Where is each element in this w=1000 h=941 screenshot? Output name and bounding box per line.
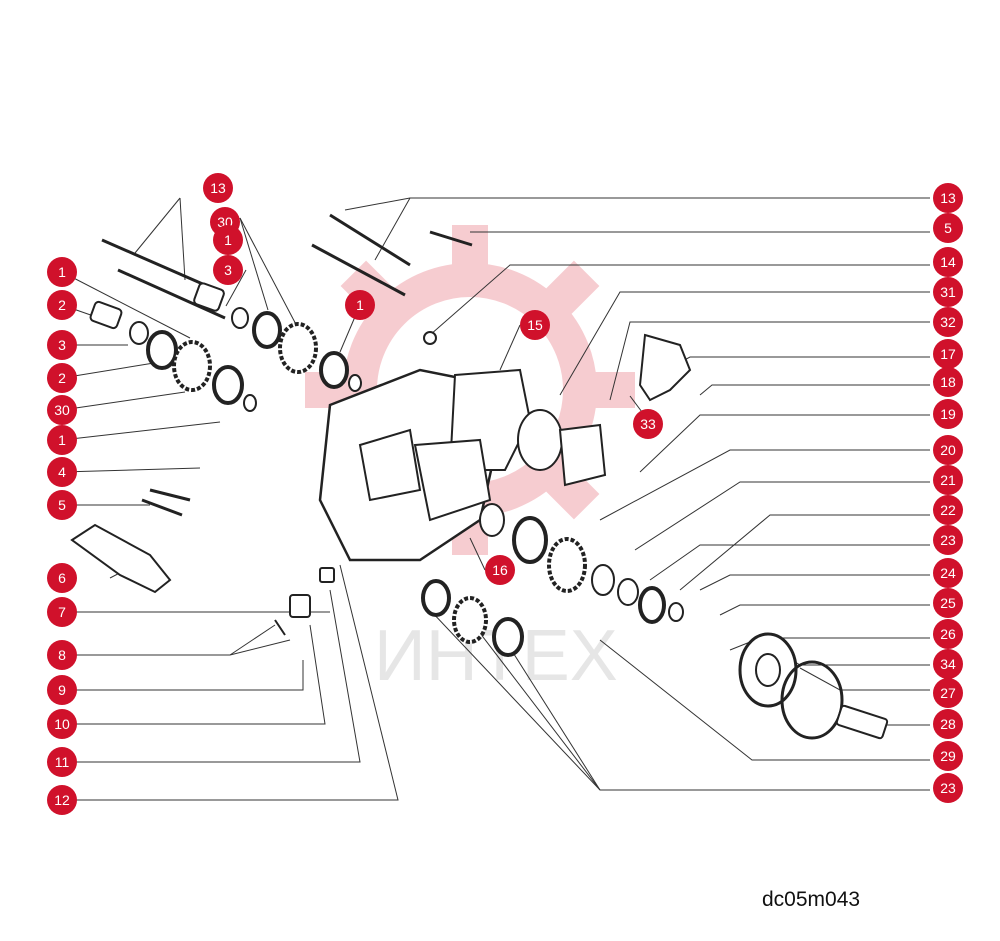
callout-label: 11 <box>55 754 70 770</box>
callout-label: 30 <box>54 402 70 418</box>
callout-label: 10 <box>54 716 70 732</box>
callout-label: 1 <box>224 232 232 248</box>
callout-label: 31 <box>940 284 956 300</box>
callout-label: 22 <box>940 502 956 518</box>
callout-badge: 4 <box>47 457 77 487</box>
callout-label: 6 <box>58 570 66 586</box>
callout-badge: 13 <box>933 183 963 213</box>
callout-badge: 9 <box>47 675 77 705</box>
callout-badge: 27 <box>933 678 963 708</box>
callout-label: 19 <box>940 406 956 422</box>
callout-badge: 6 <box>47 563 77 593</box>
callout-label: 26 <box>940 626 956 642</box>
callout-badge: 11 <box>47 747 77 777</box>
parts-drawing <box>70 213 889 740</box>
callout-badge: 25 <box>933 588 963 618</box>
callout-label: 1 <box>58 432 66 448</box>
callout-badge: 22 <box>933 495 963 525</box>
callout-label: 25 <box>940 595 956 611</box>
callout-label: 1 <box>58 264 66 280</box>
callout-badge: 1 <box>47 425 77 455</box>
callout-badge: 31 <box>933 277 963 307</box>
callout-badge: 8 <box>47 640 77 670</box>
callout-badge: 1 <box>345 290 375 320</box>
drawing-code: dc05m043 <box>762 888 861 911</box>
callout-label: 23 <box>940 532 956 548</box>
callout-label: 3 <box>224 262 232 278</box>
callout-label: 21 <box>940 472 956 488</box>
callout-label: 3 <box>58 337 66 353</box>
callout-label: 28 <box>940 716 956 732</box>
callout-label: 23 <box>940 780 956 796</box>
callout-label: 15 <box>527 317 543 333</box>
callout-badge: 2 <box>47 363 77 393</box>
callout-badge: 5 <box>933 213 963 243</box>
callout-badge: 3 <box>213 255 243 285</box>
callout-badge: 13 <box>203 173 233 203</box>
callout-label: 33 <box>640 416 656 432</box>
callout-label: 17 <box>940 346 956 362</box>
callout-badge: 15 <box>520 310 550 340</box>
callout-badge: 34 <box>933 649 963 679</box>
callout-badge: 32 <box>933 307 963 337</box>
callout-label: 34 <box>940 656 956 672</box>
callout-label: 18 <box>940 374 956 390</box>
callout-label: 12 <box>54 792 70 808</box>
callout-badge: 23 <box>933 525 963 555</box>
callout-label: 2 <box>58 370 66 386</box>
callout-label: 14 <box>940 254 956 270</box>
callout-badge: 33 <box>633 409 663 439</box>
callout-badge: 17 <box>933 339 963 369</box>
callout-badge: 30 <box>47 395 77 425</box>
callout-label: 29 <box>940 748 956 764</box>
leader-lines <box>61 197 930 801</box>
callout-badge: 28 <box>933 709 963 739</box>
callout-label: 20 <box>940 442 956 458</box>
callout-badge: 5 <box>47 490 77 520</box>
callout-badge: 12 <box>47 785 77 815</box>
callout-label: 16 <box>492 562 508 578</box>
callout-badge: 24 <box>933 558 963 588</box>
callout-label: 5 <box>944 220 952 236</box>
callout-badge: 21 <box>933 465 963 495</box>
callout-badge: 20 <box>933 435 963 465</box>
callout-badge: 19 <box>933 399 963 429</box>
callout-badge: 26 <box>933 619 963 649</box>
callout-label: 32 <box>940 314 956 330</box>
callout-badge: 29 <box>933 741 963 771</box>
callout-badge: 3 <box>47 330 77 360</box>
callout-badge: 16 <box>485 555 515 585</box>
callout-label: 27 <box>940 685 956 701</box>
callout-label: 5 <box>58 497 66 513</box>
callout-badge: 23 <box>933 773 963 803</box>
callout-label: 24 <box>940 565 956 581</box>
callout-badge: 18 <box>933 367 963 397</box>
callout-badge: 1 <box>47 257 77 287</box>
callout-label: 4 <box>58 464 66 480</box>
callout-badge: 1 <box>213 225 243 255</box>
callout-badge: 2 <box>47 290 77 320</box>
callout-badge: 10 <box>47 709 77 739</box>
callout-label: 8 <box>58 647 66 663</box>
callout-label: 7 <box>58 604 66 620</box>
callout-badge: 7 <box>47 597 77 627</box>
callout-label: 1 <box>356 297 364 313</box>
callout-badge: 14 <box>933 247 963 277</box>
callout-label: 2 <box>58 297 66 313</box>
callout-badges: 1330131232301456789101112115163313514313… <box>47 173 963 815</box>
callout-label: 9 <box>58 682 66 698</box>
callout-label: 13 <box>940 190 956 206</box>
callout-label: 13 <box>210 180 226 196</box>
